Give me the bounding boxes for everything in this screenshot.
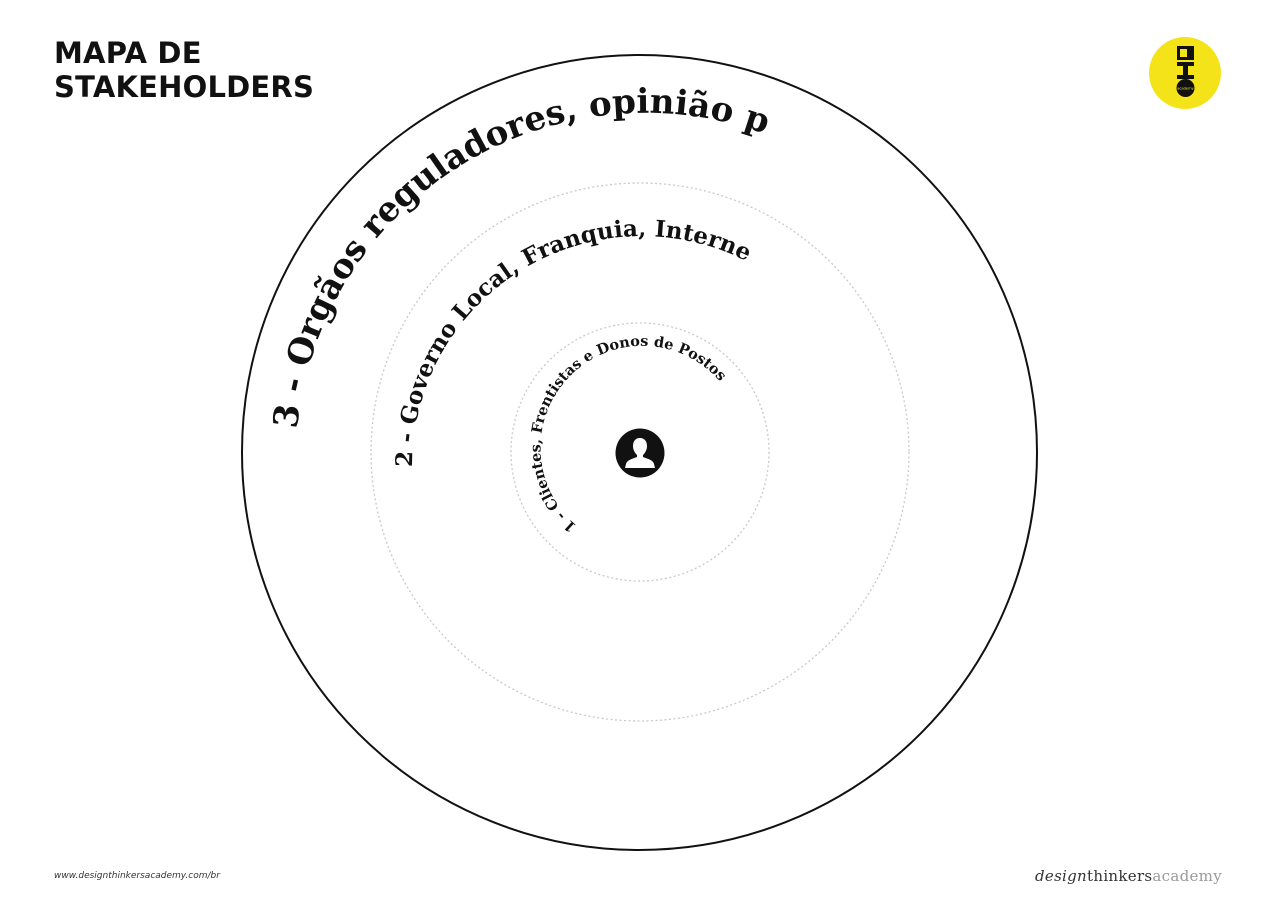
brand-thinkers: thinkers xyxy=(1087,867,1153,885)
brand-design: design xyxy=(1034,867,1088,885)
brand-academy: academy xyxy=(1152,867,1222,885)
page-title: MAPA DE STAKEHOLDERS xyxy=(54,36,314,104)
logo-text: academy xyxy=(1177,87,1194,91)
outer-ring xyxy=(241,54,1038,851)
person-icon xyxy=(615,428,665,478)
footer-brand-logo: designthinkersacademy xyxy=(1035,867,1222,885)
title-line-2: STAKEHOLDERS xyxy=(54,70,315,104)
title-line-1: MAPA DE xyxy=(54,36,202,70)
footer-url[interactable]: www.designthinkersacademy.com/br xyxy=(54,871,220,881)
inner-ring xyxy=(510,322,770,582)
ring-3-label: 3 - Orgãos reguladores, opinião púbica xyxy=(0,0,775,430)
dt-academy-logo-icon: academy xyxy=(1149,37,1221,109)
middle-ring xyxy=(370,182,910,722)
ring-3-text: 3 - Orgãos reguladores, opinião púbica xyxy=(0,0,775,430)
